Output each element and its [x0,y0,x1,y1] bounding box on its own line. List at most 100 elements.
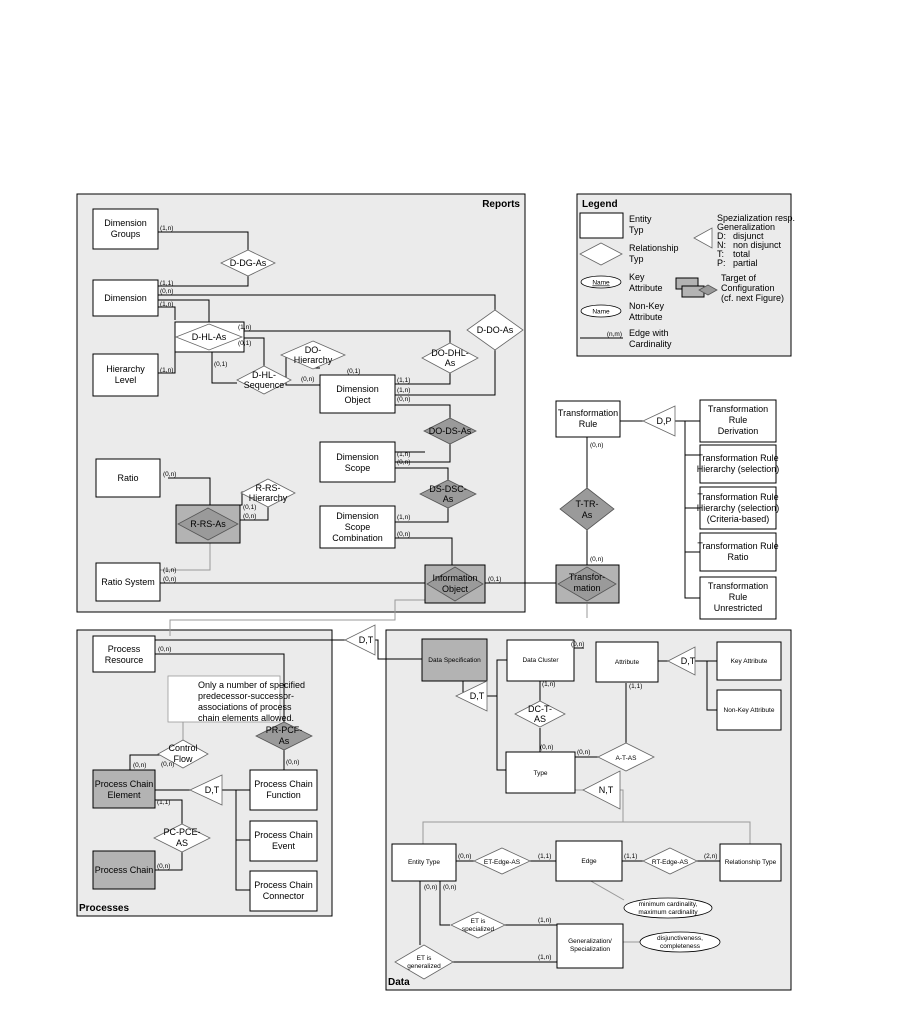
svg-text:(0,n): (0,n) [577,749,590,756]
svg-text:DS-DSC-: DS-DSC- [429,484,467,494]
svg-text:(0,n): (0,n) [458,853,471,860]
rel-t-tr-as: T-TR- As [559,487,615,531]
svg-text:chain elements allowed.: chain elements allowed. [198,713,294,723]
svg-text:Transformation: Transformation [708,581,768,591]
svg-text:Name: Name [592,280,610,287]
svg-text:completeness: completeness [660,943,701,950]
svg-text:(1,1): (1,1) [538,853,551,860]
svg-text:(0,n): (0,n) [286,759,299,766]
svg-text:Edge with: Edge with [629,328,669,338]
svg-text:D-DO-As: D-DO-As [477,325,514,335]
svg-text:Hierarchy (selection): Hierarchy (selection) [697,503,780,513]
svg-text:Transformation Rule: Transformation Rule [697,541,778,551]
svg-text:Cardinality: Cardinality [629,339,672,349]
entity-hierarchy-level: Hierarchy Level [92,353,159,397]
svg-text:(1,1): (1,1) [624,853,637,860]
rel-ds-dsc-as: DS-DSC- As [419,479,477,509]
connectors [129,231,751,963]
svg-text:ET-Edge-AS: ET-Edge-AS [484,859,521,866]
svg-text:Connector: Connector [263,891,305,901]
svg-text:Data Cluster: Data Cluster [522,657,559,664]
svg-text:(0,n): (0,n) [397,531,410,538]
svg-text:Non-Key Attribute: Non-Key Attribute [724,707,775,714]
rel-rt-edge-as: RT-Edge-AS [642,847,698,875]
svg-text:D,T: D,T [205,785,220,795]
spec-dt-attribute: D,T [667,646,696,676]
svg-text:PC-PCE-: PC-PCE- [163,827,200,837]
svg-text:(cf. next Figure): (cf. next Figure) [721,293,784,303]
svg-text:Control: Control [168,743,197,753]
svg-text:(1,n): (1,n) [542,681,555,688]
svg-text:As: As [445,358,456,368]
entity-process-chain-function: Process Chain Function [249,769,318,811]
svg-text:disjunct: disjunct [733,231,764,241]
svg-text:D-DG-As: D-DG-As [230,258,267,268]
svg-text:T:: T: [717,249,724,259]
svg-text:Process Chain: Process Chain [95,779,154,789]
svg-text:P:: P: [717,258,726,268]
spec-nt-type: N,T [582,770,621,810]
svg-text:(1,n): (1,n) [160,225,173,232]
svg-text:(0,n): (0,n) [133,762,146,769]
svg-text:D,T: D,T [470,691,485,701]
svg-text:(1,1): (1,1) [160,280,173,287]
entity-tr-ratio: Transformation Rule Ratio [697,532,779,572]
svg-text:(1,1): (1,1) [397,377,410,384]
svg-text:Typ: Typ [629,225,644,235]
svg-text:Hierarchy: Hierarchy [106,364,145,374]
svg-text:Generalization: Generalization [717,222,775,232]
cardinality-labels: (1,n) (1,1) (0,n) (1,n) (1,n) (0,1) (0,1… [133,225,717,961]
reports-panel-title: Reports [482,199,520,210]
legend-edge: (n,m) Edge with Cardinality [580,328,672,349]
svg-text:Entity: Entity [629,214,652,224]
svg-text:N,T: N,T [599,785,614,795]
svg-text:(0,n): (0,n) [397,396,410,403]
svg-text:Entity Type: Entity Type [408,859,440,866]
svg-text:(Criteria-based): (Criteria-based) [707,514,770,524]
entity-tr-hierarchy-criteria: Transformation Rule Hierarchy (selection… [697,486,780,530]
rel-dc-t-as: DC-T- AS [514,700,566,728]
svg-text:Dimension: Dimension [336,452,379,462]
rel-et-edge-as: ET-Edge-AS [473,847,531,875]
svg-text:RT-Edge-AS: RT-Edge-AS [652,859,689,866]
svg-text:DO-DHL-: DO-DHL- [431,348,469,358]
svg-text:non disjunct: non disjunct [733,240,782,250]
svg-text:As: As [443,494,454,504]
svg-text:(0,1): (0,1) [238,340,251,347]
entity-entity-type: Entity Type [391,843,457,882]
svg-text:Object: Object [344,395,371,405]
svg-text:Groups: Groups [111,229,141,239]
svg-text:Rule: Rule [579,419,598,429]
svg-text:(2,n): (2,n) [704,853,717,860]
svg-text:(0,1): (0,1) [214,361,227,368]
svg-text:(1,n): (1,n) [238,324,251,331]
svg-text:total: total [733,249,750,259]
legend-entity: Entity Typ [579,212,652,239]
svg-text:(n,m): (n,m) [607,331,622,338]
svg-text:(0,n): (0,n) [424,884,437,891]
svg-text:Relationship: Relationship [629,243,679,253]
svg-text:ET is: ET is [417,955,432,962]
svg-text:Sequence: Sequence [244,380,285,390]
svg-text:Process Chain: Process Chain [95,865,154,875]
svg-text:Data Specification: Data Specification [428,657,481,664]
processes-panel-title: Processes [79,903,129,914]
process-note: Only a number of specified predecessor-s… [167,675,305,723]
rel-a-t-as: A-T-AS [597,742,655,772]
svg-text:Dimension: Dimension [104,218,147,228]
svg-text:Configuration: Configuration [721,283,775,293]
svg-text:D-HL-As: D-HL-As [192,332,227,342]
svg-text:Ratio System: Ratio System [101,577,155,587]
svg-text:Hierarchy: Hierarchy [249,493,288,503]
svg-text:D,T: D,T [681,656,696,666]
svg-text:AS: AS [176,838,188,848]
svg-text:Ratio: Ratio [727,552,748,562]
svg-text:Name: Name [592,309,610,316]
spec-dt-data: D,T [455,680,488,712]
entity-nonkey-attribute: Non-Key Attribute [716,689,782,731]
svg-text:(0,n): (0,n) [590,442,603,449]
svg-text:T-TR-: T-TR- [576,499,599,509]
svg-text:associations of process: associations of process [198,702,292,712]
svg-text:Attribute: Attribute [615,659,640,666]
entity-dimension-scope-combination: Dimension Scope Combination [319,505,396,549]
